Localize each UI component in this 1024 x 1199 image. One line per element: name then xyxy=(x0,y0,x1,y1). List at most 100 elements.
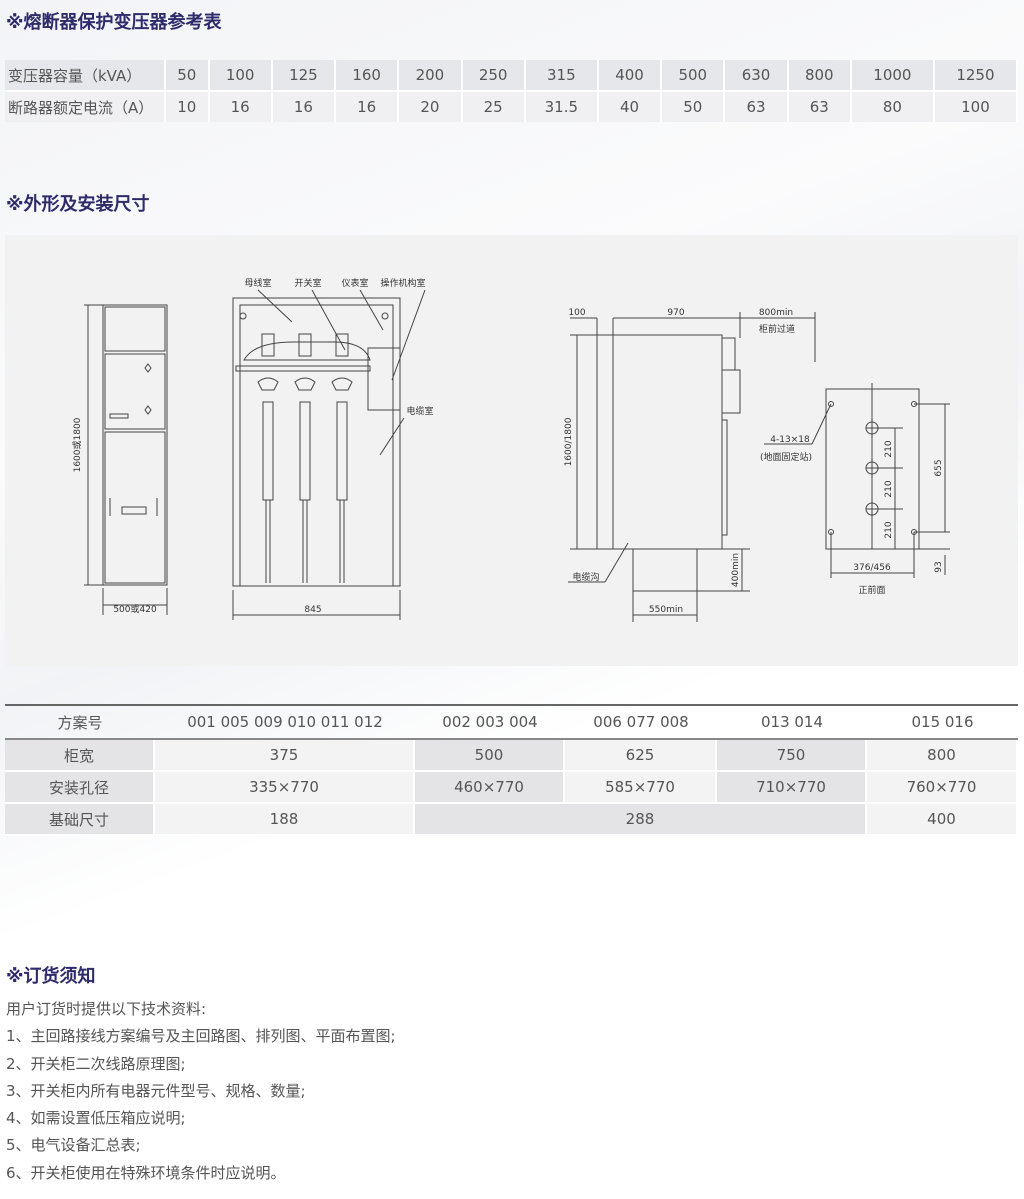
dim-front-width: 845 xyxy=(304,605,321,615)
cell: 315 xyxy=(525,60,599,92)
side-view: 100 970 800min 柜前过道 1600/1800 电缆沟 400min… xyxy=(564,308,816,622)
table-row-width: 柜宽 375 500 625 750 800 xyxy=(5,740,1018,772)
dim-side-height: 1600/1800 xyxy=(564,417,574,466)
cell: 1250 xyxy=(934,60,1018,92)
row-label: 安装孔径 xyxy=(5,772,155,804)
cell: 125 xyxy=(272,60,337,92)
label-front-aisle: 柜前过道 xyxy=(759,323,795,335)
dim-100: 100 xyxy=(568,308,585,318)
table-header-row: 方案号 001 005 009 010 011 012 002 003 004 … xyxy=(5,706,1018,740)
dim-210-c: 210 xyxy=(884,521,894,538)
cell: 63 xyxy=(788,92,852,122)
header-cell: 方案号 xyxy=(5,706,155,740)
cell: 585×770 xyxy=(565,772,717,804)
header-cell: 001 005 009 010 011 012 xyxy=(155,706,415,740)
dim-left-height: 1600或1800 xyxy=(71,417,83,472)
ordering-item: 5、电气设备汇总表; xyxy=(6,1136,141,1155)
cell: 800 xyxy=(788,60,852,92)
cell: 200 xyxy=(399,60,463,92)
cell: 625 xyxy=(565,740,717,772)
label-front-face: 正前面 xyxy=(858,584,885,596)
dim-800min: 800min xyxy=(759,308,793,318)
dim-970: 970 xyxy=(667,308,684,318)
label-holes-note: (地面固定站) xyxy=(760,451,812,463)
section-title-dimensions: ※外形及安装尺寸 xyxy=(6,194,150,215)
cell: 16 xyxy=(272,92,337,122)
cell: 100 xyxy=(934,92,1018,122)
cell: 50 xyxy=(166,60,210,92)
cell: 160 xyxy=(336,60,400,92)
label-bus-room: 母线室 xyxy=(244,277,271,289)
capacity-row: 变压器容量（kVA） 50 100 125 160 200 250 315 40… xyxy=(5,60,1018,92)
ordering-item: 3、开关柜内所有电器元件型号、规格、数量; xyxy=(6,1081,306,1100)
row-label: 基础尺寸 xyxy=(5,804,155,836)
cell: 335×770 xyxy=(155,772,415,804)
dim-400min: 400min xyxy=(731,553,741,587)
dim-210-b: 210 xyxy=(884,480,894,497)
label-cable-trench: 电缆沟 xyxy=(572,571,599,583)
row-label: 柜宽 xyxy=(5,740,155,772)
ordering-intro: 用户订货时提供以下技术资料: xyxy=(6,1000,207,1018)
cell: 500 xyxy=(662,60,726,92)
cell: 250 xyxy=(462,60,526,92)
cell: 400 xyxy=(867,804,1018,836)
dim-376-456: 376/456 xyxy=(853,563,891,573)
dim-210-a: 210 xyxy=(884,440,894,457)
cell: 10 xyxy=(166,92,210,122)
cell: 710×770 xyxy=(717,772,867,804)
header-cell: 002 003 004 xyxy=(415,706,565,740)
front-cabinet-view: 1600或1800 500或420 xyxy=(71,304,168,615)
cell: 460×770 xyxy=(415,772,565,804)
cell: 100 xyxy=(209,60,273,92)
cell: 31.5 xyxy=(525,92,599,122)
dimension-drawing-panel: 1600或1800 500或420 母线室 开关室 仪表室 操作机构室 电缆室 … xyxy=(5,235,1018,666)
cell: 800 xyxy=(867,740,1018,772)
cell: 80 xyxy=(851,92,935,122)
cell: 20 xyxy=(399,92,463,122)
ordering-item: 1、主回路接线方案编号及主回路图、排列图、平面布置图; xyxy=(6,1027,396,1046)
cell: 760×770 xyxy=(867,772,1018,804)
current-row: 断路器额定电流（A） 10 16 16 16 20 25 31.5 40 50 … xyxy=(5,92,1018,122)
cell: 40 xyxy=(598,92,663,122)
ordering-notes: 用户订货时提供以下技术资料: 1、主回路接线方案编号及主回路图、排列图、平面布置… xyxy=(6,996,396,1187)
scheme-dimension-table: 方案号 001 005 009 010 011 012 002 003 004 … xyxy=(5,704,1018,836)
cell: 63 xyxy=(725,92,789,122)
dim-left-width: 500或420 xyxy=(113,603,157,615)
table-row-holes: 安装孔径 335×770 460×770 585×770 710×770 760… xyxy=(5,772,1018,804)
label-meter-room: 仪表室 xyxy=(341,277,368,289)
label-mechanism-room: 操作机构室 xyxy=(380,277,425,289)
capacity-label: 变压器容量（kVA） xyxy=(5,60,166,92)
dim-655: 655 xyxy=(934,459,944,476)
cell: 188 xyxy=(155,804,415,836)
cell: 500 xyxy=(415,740,565,772)
cell: 288 xyxy=(415,804,867,836)
label-cable-room: 电缆室 xyxy=(406,405,433,417)
current-label: 断路器额定电流（A） xyxy=(5,92,166,122)
label-switch-room: 开关室 xyxy=(294,277,321,289)
cell: 400 xyxy=(598,60,663,92)
cell: 630 xyxy=(725,60,789,92)
section-title-ordering: ※订货须知 xyxy=(6,966,96,987)
cell: 1000 xyxy=(851,60,935,92)
table-row-base: 基础尺寸 188 288 400 xyxy=(5,804,1018,836)
cell: 375 xyxy=(155,740,415,772)
plan-view: 4-13×18 (地面固定站) 210 210 210 655 376/456 … xyxy=(760,383,950,596)
ordering-item: 2、开关柜二次线路原理图; xyxy=(6,1054,186,1073)
cell: 16 xyxy=(209,92,273,122)
header-cell: 015 016 xyxy=(867,706,1018,740)
fuse-poles xyxy=(257,333,353,583)
ordering-item: 6、开关柜使用在特殊环境条件时应说明。 xyxy=(6,1163,286,1182)
header-cell: 006 077 008 xyxy=(565,706,717,740)
section-title-fuse-table: ※熔断器保护变压器参考表 xyxy=(6,12,222,33)
cell: 50 xyxy=(662,92,726,122)
dimension-drawing: 1600或1800 500或420 母线室 开关室 仪表室 操作机构室 电缆室 … xyxy=(71,277,950,622)
fuse-reference-table: 变压器容量（kVA） 50 100 125 160 200 250 315 40… xyxy=(5,60,1018,122)
header-cell: 013 014 xyxy=(717,706,867,740)
cell: 25 xyxy=(462,92,526,122)
section-view: 母线室 开关室 仪表室 操作机构室 电缆室 845 xyxy=(232,277,434,620)
dim-93: 93 xyxy=(934,561,944,572)
ordering-item: 4、如需设置低压箱应说明; xyxy=(6,1109,186,1128)
label-mounting-holes: 4-13×18 xyxy=(770,435,810,445)
cell: 16 xyxy=(336,92,400,122)
cell: 750 xyxy=(717,740,867,772)
